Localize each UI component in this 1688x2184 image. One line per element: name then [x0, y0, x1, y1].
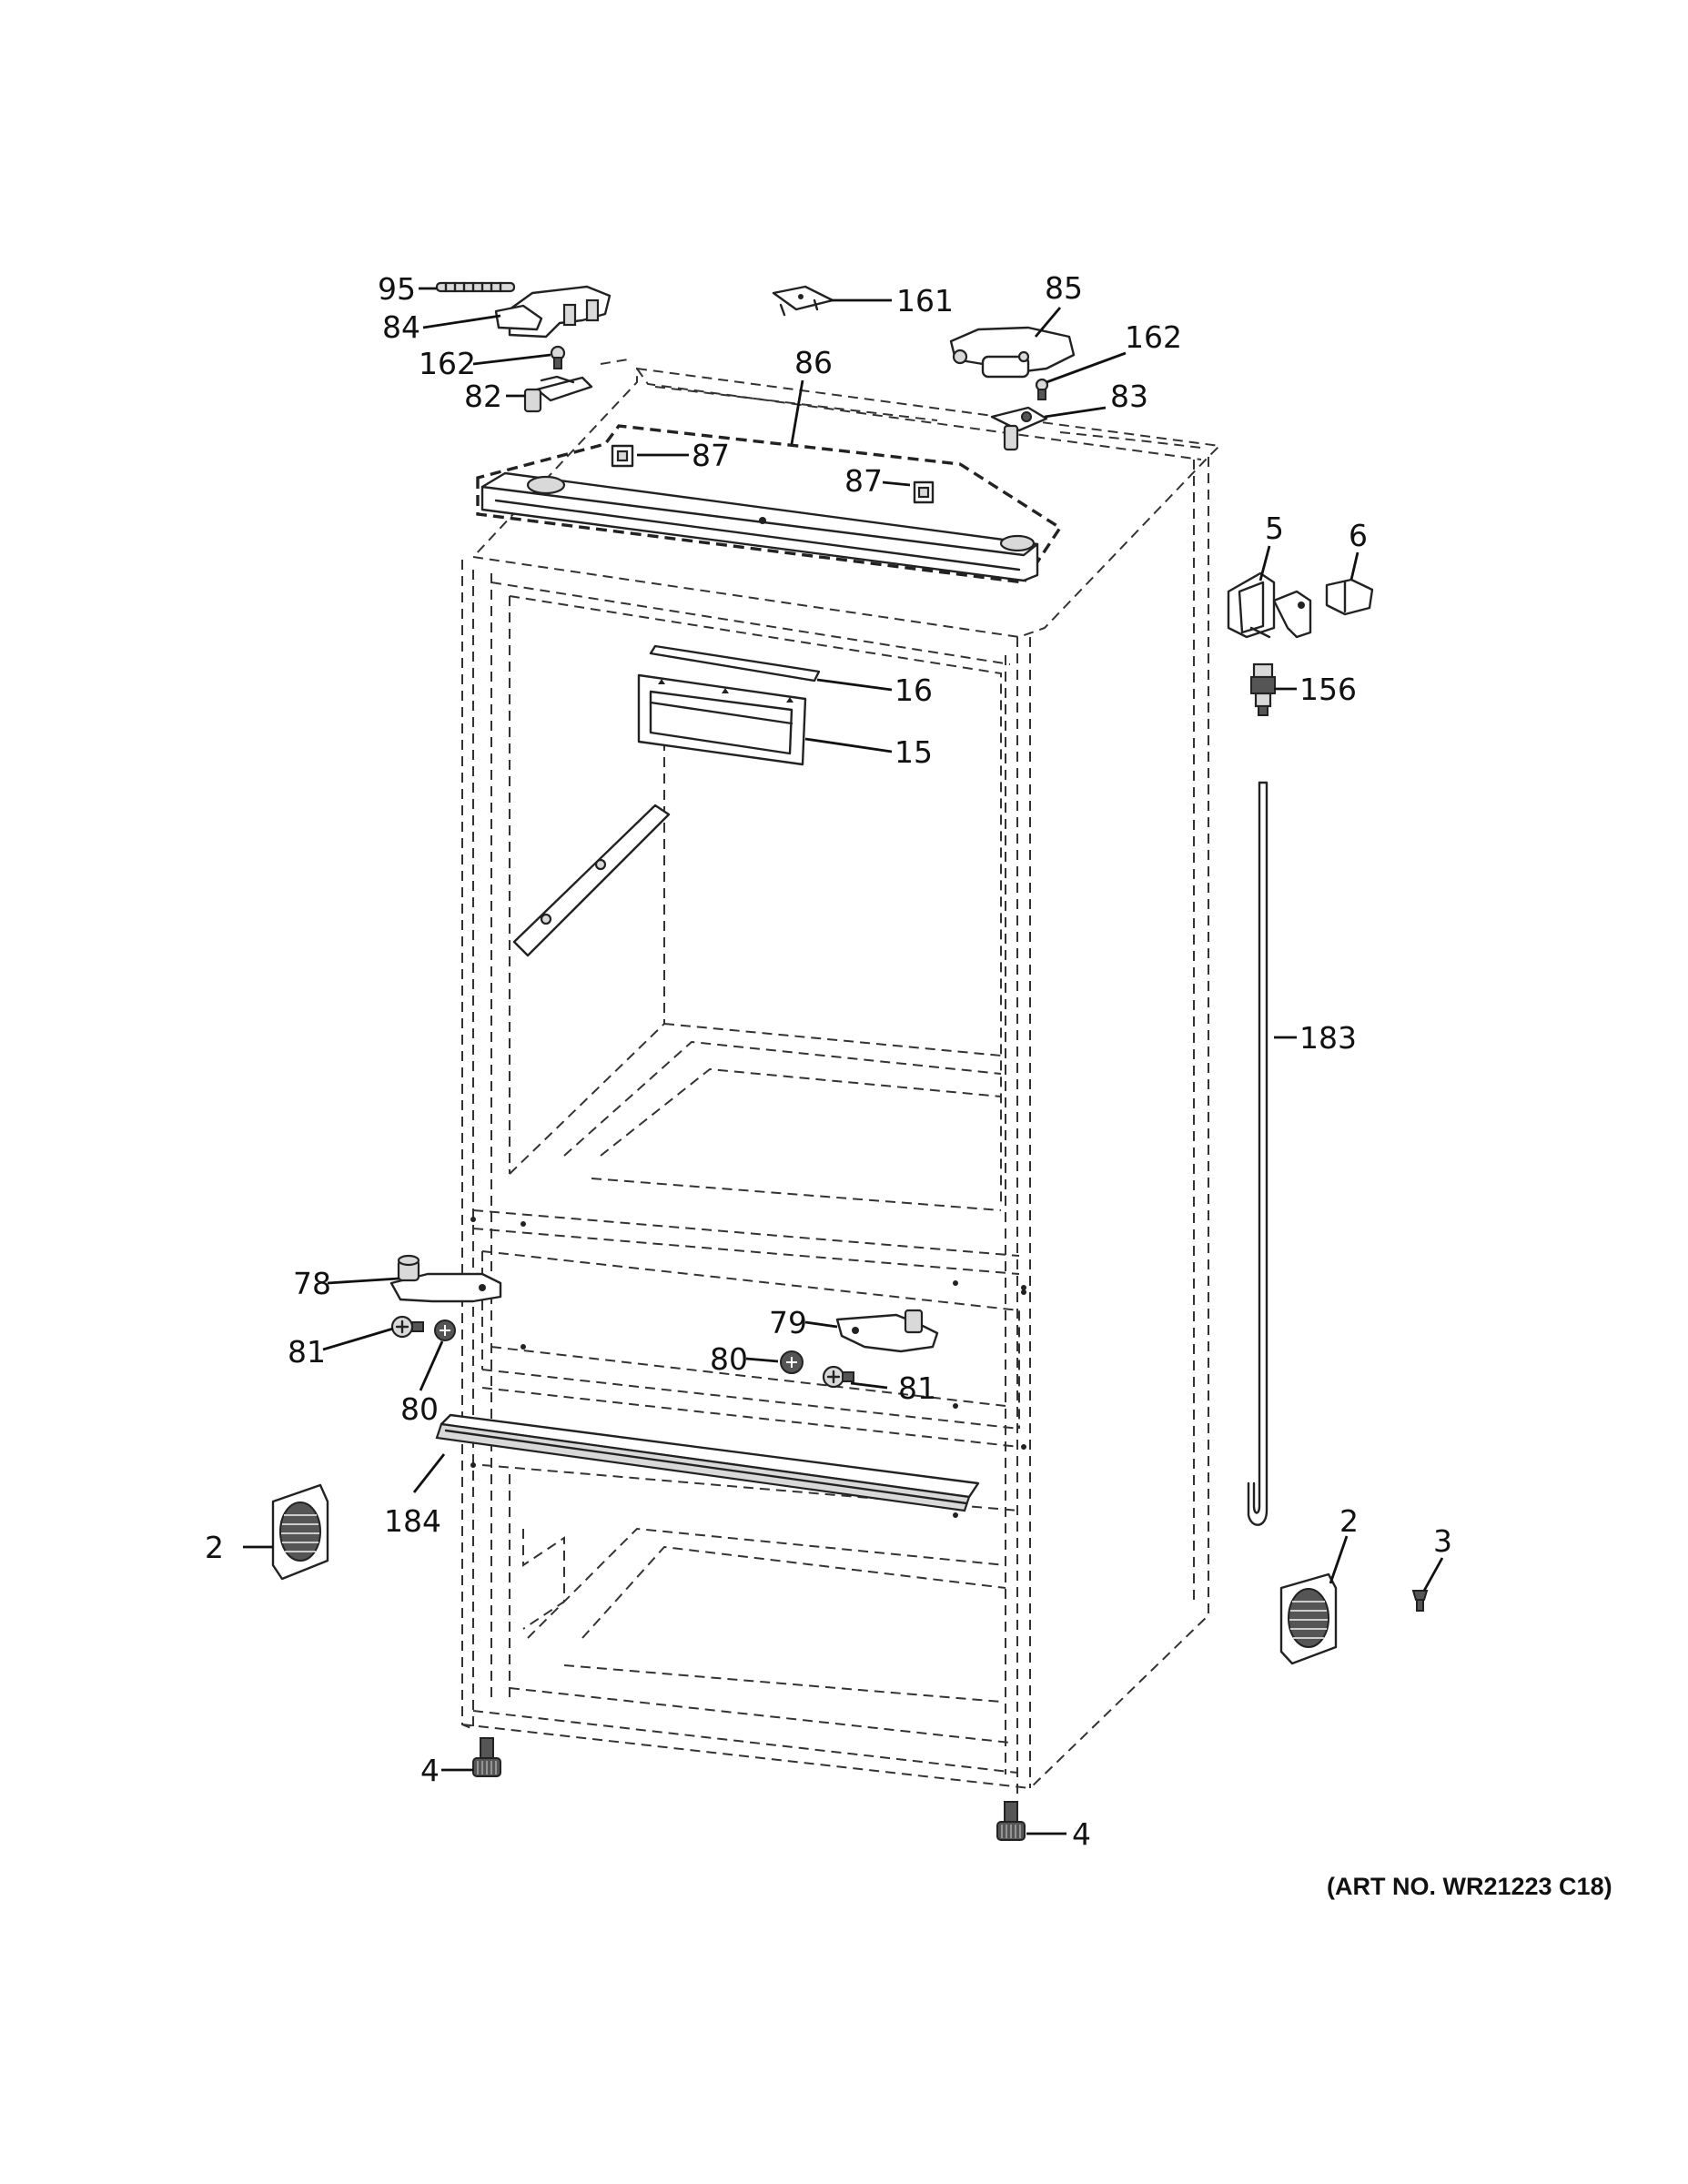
vent-grille-part-2-left	[271, 1483, 329, 1581]
callout-183: 183	[1299, 1020, 1357, 1056]
callout-161: 161	[896, 283, 954, 318]
hinge-part-79	[835, 1309, 939, 1353]
screw-part-81-center	[822, 1365, 854, 1389]
clip-part-87-left	[611, 444, 634, 468]
callout-2-left: 2	[205, 1530, 224, 1565]
hinge-cover-assembly	[476, 424, 1063, 584]
callout-15: 15	[895, 734, 933, 770]
callout-95: 95	[378, 271, 416, 307]
callout-81-left: 81	[288, 1334, 326, 1370]
callout-156: 156	[1299, 672, 1357, 707]
callout-80-left: 80	[400, 1391, 439, 1427]
leveling-foot-part-4-right	[996, 1801, 1026, 1841]
callout-84: 84	[382, 309, 420, 345]
callout-81-center: 81	[898, 1370, 936, 1406]
bracket-part-5	[1227, 571, 1312, 639]
valve-part-156	[1250, 662, 1276, 716]
callout-87-left: 87	[692, 438, 730, 473]
screw-part-3	[1411, 1590, 1429, 1612]
strip-part-16	[649, 644, 821, 682]
clip-part-87-right	[913, 480, 935, 504]
spring-part-95	[435, 281, 516, 293]
screw-part-80-left	[434, 1320, 456, 1341]
screw-part-81-left	[390, 1315, 424, 1339]
bracket-part-161	[772, 285, 834, 317]
callout-162-right: 162	[1125, 319, 1182, 355]
callout-87-right: 87	[844, 463, 883, 499]
tube-part-183	[1247, 781, 1269, 1526]
shelf-rail	[512, 804, 671, 957]
art-number-label: (ART NO. WR21223 C18)	[1327, 1873, 1612, 1900]
hinge-part-85	[949, 326, 1076, 379]
callout-numbers: 95 84 162 82 161 85 162 83 86 87 87 5 6 …	[205, 270, 1452, 1852]
clip-part-6	[1325, 578, 1374, 616]
display-panel-part-15	[637, 673, 807, 766]
screw-part-80-center	[780, 1350, 804, 1374]
hinge-part-84	[494, 285, 612, 339]
callout-4-left: 4	[420, 1753, 440, 1788]
callout-162-left: 162	[419, 346, 476, 381]
callout-86: 86	[794, 345, 833, 380]
screw-part-162-left	[550, 345, 566, 369]
callout-16: 16	[895, 672, 933, 708]
callout-85: 85	[1045, 270, 1083, 306]
hinge-part-78	[389, 1254, 502, 1303]
leveling-foot-part-4-left	[472, 1737, 501, 1777]
vent-grille-part-2-right	[1279, 1572, 1338, 1665]
callout-83: 83	[1110, 379, 1148, 414]
callout-78: 78	[293, 1266, 331, 1301]
callout-79: 79	[769, 1305, 807, 1340]
callout-4-right: 4	[1072, 1816, 1091, 1852]
callout-3: 3	[1433, 1523, 1452, 1559]
cabinet-dots	[470, 1217, 1026, 1518]
callout-184: 184	[384, 1503, 441, 1539]
callout-80-center: 80	[710, 1341, 748, 1377]
rail-part-184	[435, 1413, 980, 1512]
screw-part-162-right	[1035, 378, 1049, 400]
hinge-pin-part-82	[523, 375, 593, 413]
callout-6: 6	[1349, 518, 1368, 553]
callout-5: 5	[1265, 511, 1284, 546]
leader-lines	[243, 287, 1444, 1835]
callout-82: 82	[464, 379, 502, 414]
hinge-pin-part-83	[990, 406, 1048, 451]
callout-2-right: 2	[1339, 1503, 1359, 1539]
cabinet-outline	[461, 359, 1222, 1797]
